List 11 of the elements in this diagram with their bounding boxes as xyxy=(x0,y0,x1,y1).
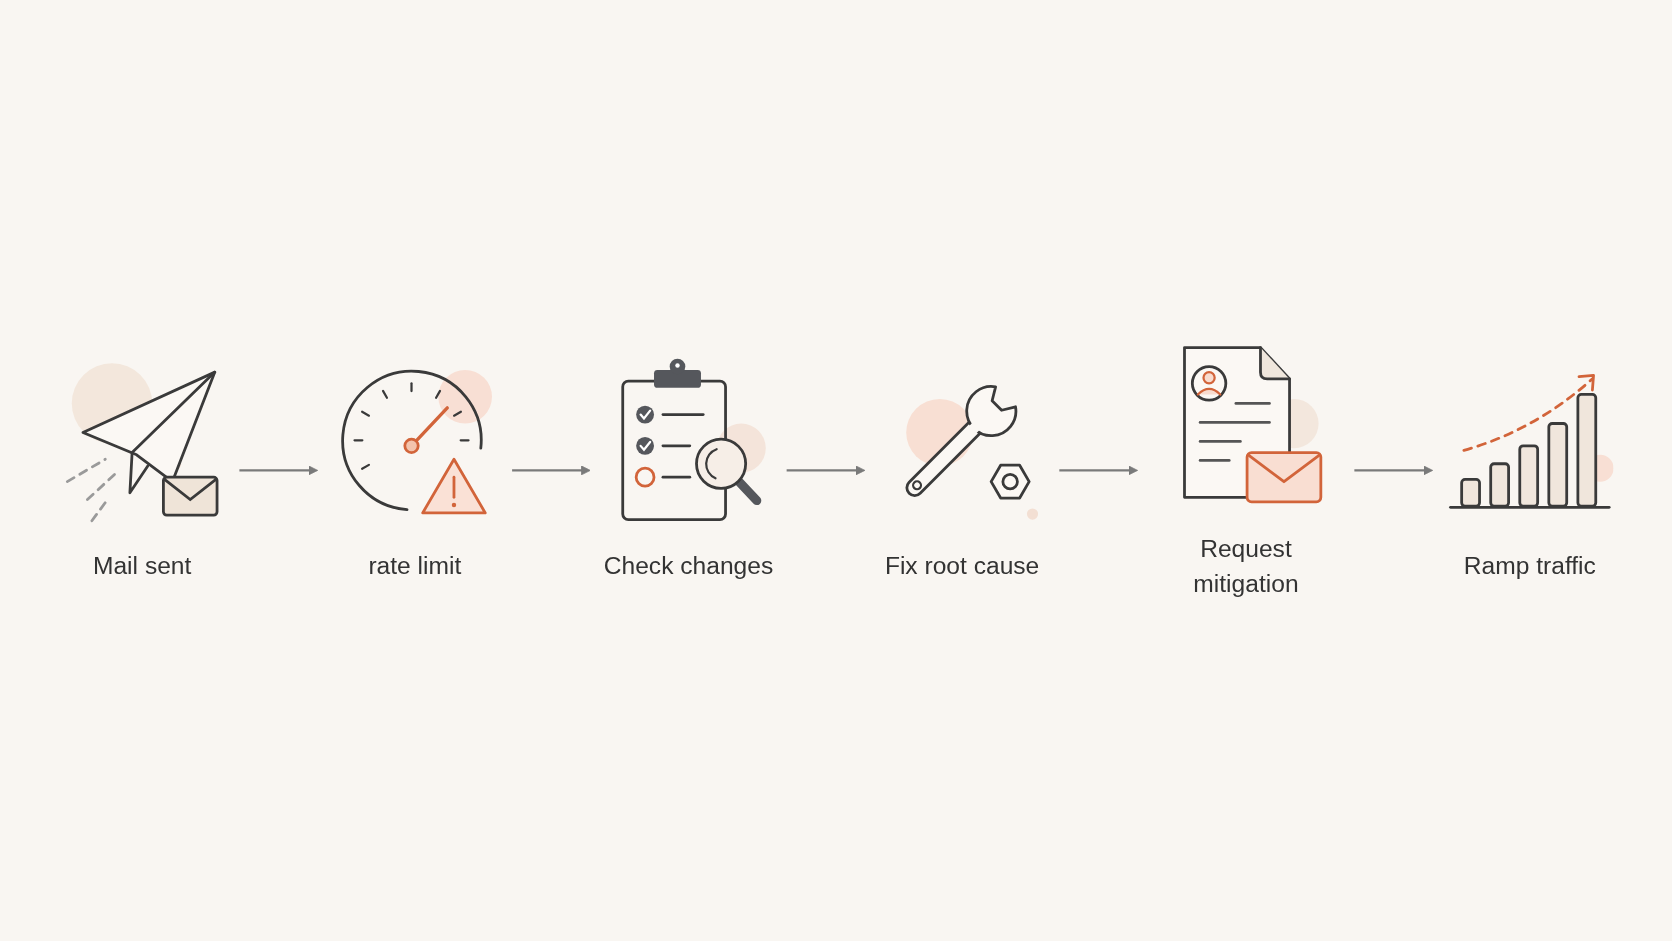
arrow xyxy=(786,465,866,476)
step-label: Fix root cause xyxy=(883,551,1041,583)
step-label: rate limit xyxy=(367,551,463,583)
arrow xyxy=(1059,465,1138,476)
arrow xyxy=(239,465,319,476)
arrow xyxy=(512,465,591,476)
step-label: Mail sent xyxy=(91,551,193,583)
step-label: Ramp traffic xyxy=(1462,551,1597,583)
step-label: Request mitigation xyxy=(1192,533,1300,600)
arrow xyxy=(1354,465,1434,476)
step-label: Check changes xyxy=(603,551,774,583)
